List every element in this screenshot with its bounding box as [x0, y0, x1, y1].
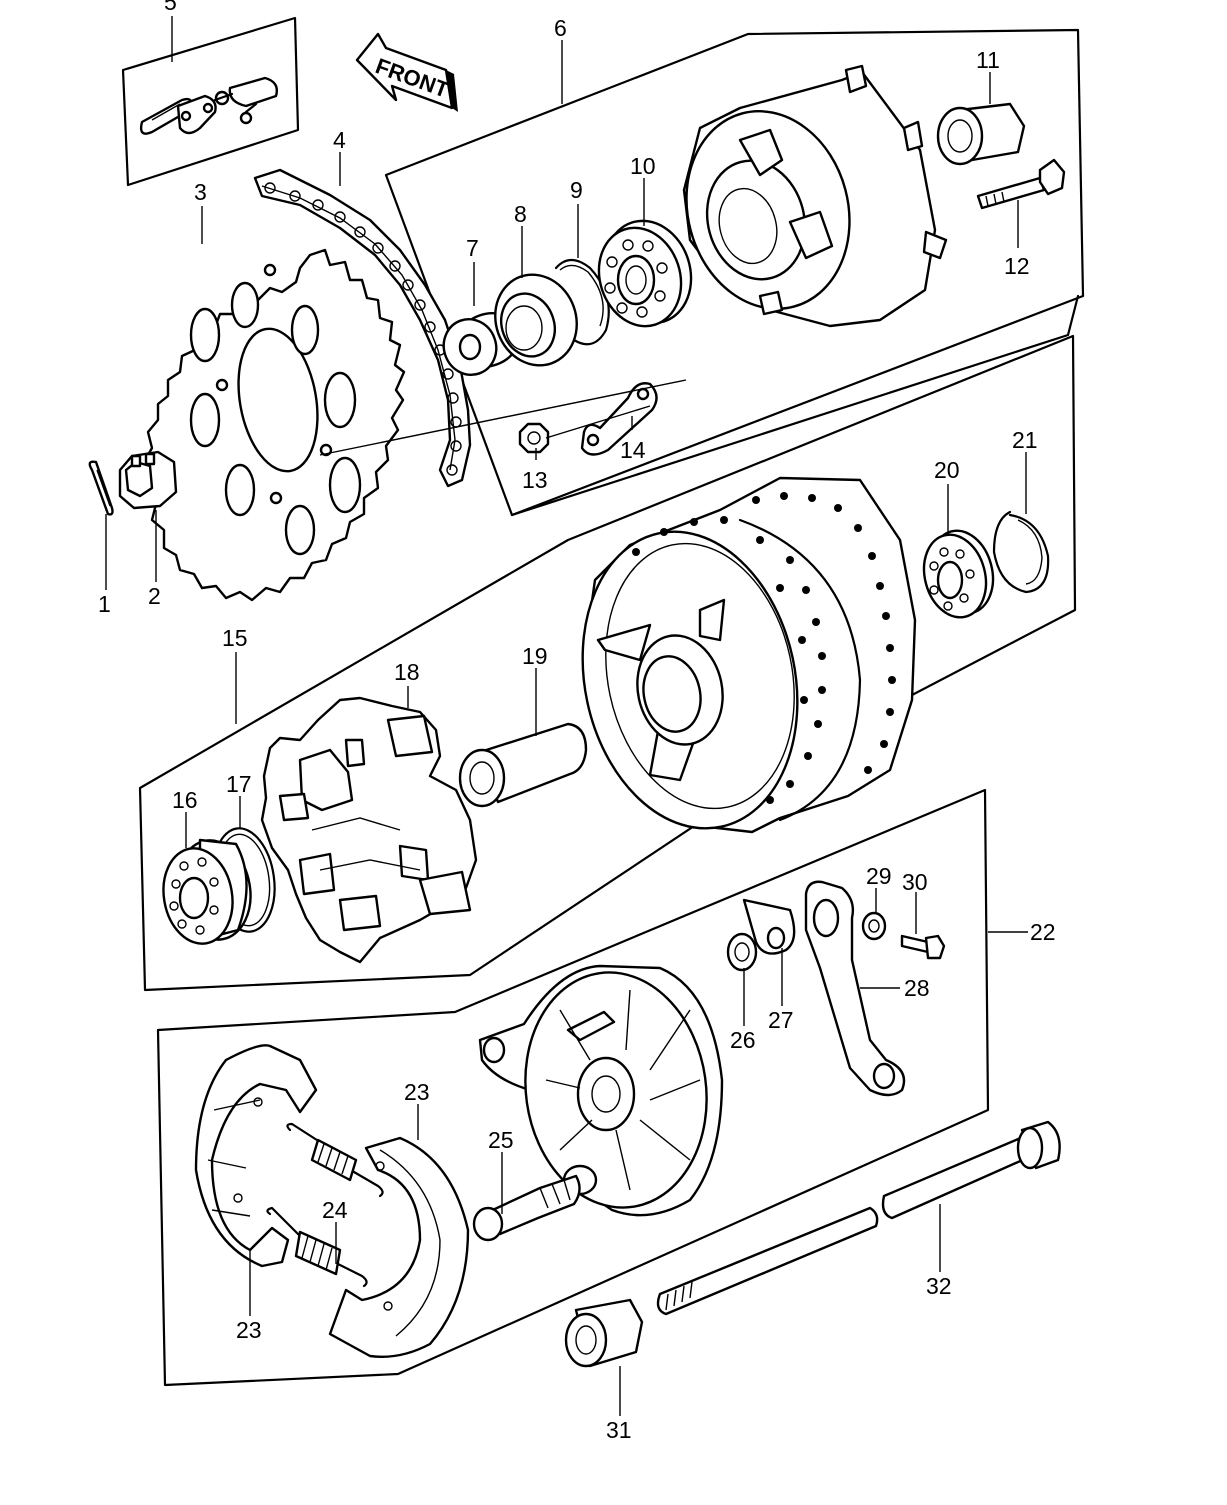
callout-31: 31 [606, 1417, 632, 1443]
callout-20: 20 [934, 457, 960, 483]
collar-part-31 [564, 1298, 644, 1368]
indicator-part-27 [742, 898, 796, 955]
callout-3: 3 [194, 179, 207, 205]
axle-part-32 [656, 1120, 1061, 1316]
callout-21: 21 [1012, 427, 1038, 453]
brake-shoe-lower-part-23 [328, 1136, 470, 1358]
leader-lines [105, 16, 1028, 1416]
spring-lower-part-24 [266, 1206, 368, 1288]
callout-28: 28 [904, 975, 930, 1001]
callout-10: 10 [630, 153, 656, 179]
bearing-part-20 [922, 529, 995, 619]
callout-32: 32 [926, 1273, 952, 1299]
callout-1: 1 [98, 591, 111, 617]
circlip-part-21 [992, 510, 1050, 594]
rear-wheel-hub [581, 476, 917, 834]
seal-part-26 [726, 932, 758, 972]
callout-16: 16 [172, 787, 198, 813]
drive-chain-part-4 [253, 168, 472, 488]
washer-part-29 [861, 911, 887, 941]
callout-12: 12 [1004, 253, 1030, 279]
collar-part-19 [458, 722, 588, 808]
callout-15: 15 [222, 625, 248, 651]
callout-30: 30 [902, 869, 928, 895]
callout-23-upper: 23 [404, 1079, 430, 1105]
lock-plate-part-14 [580, 382, 658, 456]
front-direction-arrow: FRONT [355, 32, 458, 112]
master-link-part-5 [139, 76, 279, 135]
callout-8: 8 [514, 201, 527, 227]
cotter-pin-part-1 [88, 460, 114, 516]
callout-23-lower: 23 [236, 1317, 262, 1343]
spring-upper-part-24 [286, 1122, 384, 1198]
coupling-hub-part-6 [682, 64, 948, 328]
bolt-part-30 [900, 934, 946, 960]
nut-part-13 [518, 422, 550, 454]
callout-labels: 1 2 3 4 5 6 7 8 9 10 11 12 13 14 15 16 1… [98, 0, 1056, 1443]
collar-sleeve-part-11 [936, 102, 1026, 166]
brake-cam-part-25 [472, 1174, 581, 1242]
callout-24: 24 [322, 1197, 348, 1223]
callout-9: 9 [570, 177, 583, 203]
callout-7: 7 [466, 235, 479, 261]
group-box-5 [121, 16, 300, 187]
callout-2: 2 [148, 583, 161, 609]
group-box-6 [384, 28, 1085, 517]
callout-6: 6 [554, 15, 567, 41]
bolt-part-12 [976, 158, 1066, 210]
brake-shoe-upper-part-23 [194, 1044, 318, 1268]
callout-22: 22 [1030, 919, 1056, 945]
bearing-part-10 [597, 219, 693, 328]
callout-13: 13 [522, 467, 548, 493]
callout-27: 27 [768, 1007, 794, 1033]
group-box-22 [156, 788, 990, 1387]
oil-seal-part-8 [494, 273, 578, 367]
callout-17: 17 [226, 771, 252, 797]
callout-25: 25 [488, 1127, 514, 1153]
brake-panel [478, 964, 724, 1217]
group-box-13-14 [510, 294, 1080, 517]
callout-11: 11 [976, 47, 1000, 73]
damper-part-18 [260, 696, 478, 964]
callout-29: 29 [866, 863, 892, 889]
bearing-part-16 [162, 838, 252, 945]
group-box-15 [138, 334, 1077, 992]
callout-19: 19 [522, 643, 548, 669]
callout-14: 14 [620, 437, 646, 463]
castle-nut-part-2 [118, 450, 178, 510]
callout-4: 4 [333, 127, 346, 153]
callout-18: 18 [394, 659, 420, 685]
callout-26: 26 [730, 1027, 756, 1053]
callout-5: 5 [164, 0, 177, 15]
sprocket-part-3 [142, 248, 406, 602]
cam-lever-part-28 [804, 880, 906, 1097]
